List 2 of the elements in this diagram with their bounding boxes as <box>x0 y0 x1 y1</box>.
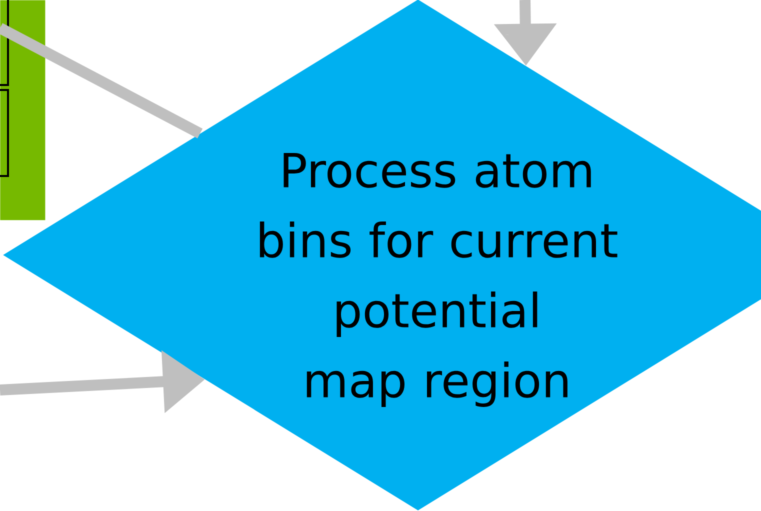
panel <box>0 0 46 220</box>
connector-line <box>0 23 203 138</box>
